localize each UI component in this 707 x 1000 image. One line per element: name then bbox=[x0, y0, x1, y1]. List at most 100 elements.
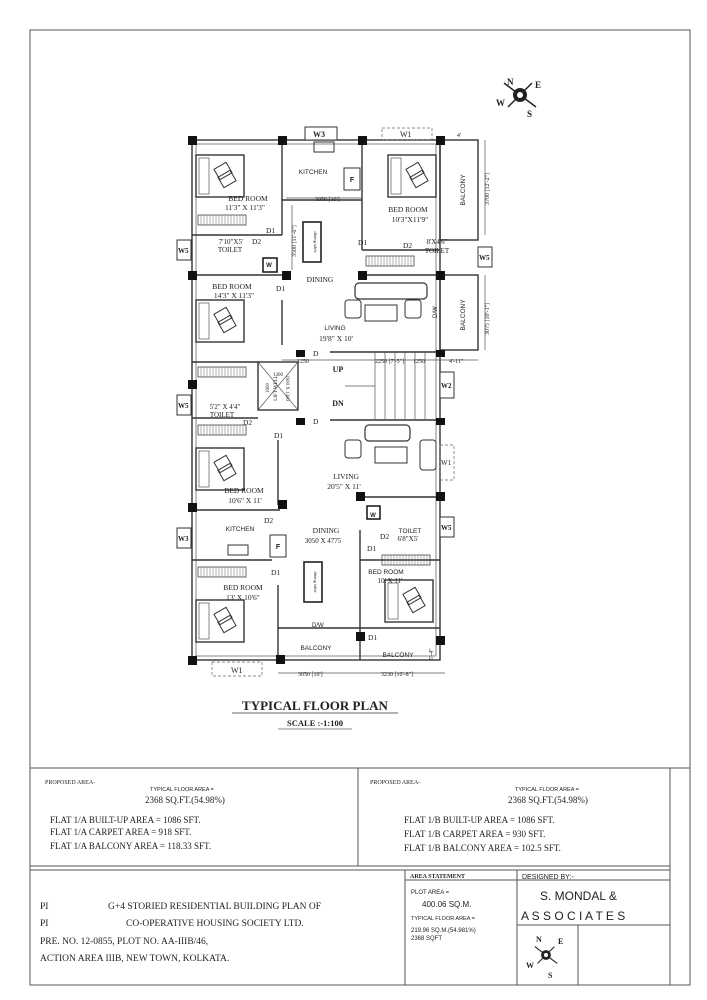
project-line: G+4 STORIED RESIDENTIAL BUILDING PLAN OF bbox=[108, 902, 321, 912]
room-label: KITCHEN bbox=[299, 169, 328, 176]
room-label: TOILET bbox=[210, 411, 235, 419]
room-label: BED ROOM bbox=[228, 194, 268, 203]
window-label: W1 bbox=[400, 130, 412, 139]
plot-area-value: 400.06 SQ.M. bbox=[422, 900, 471, 909]
door-label: D/W bbox=[433, 306, 439, 318]
compass-w: W bbox=[526, 961, 534, 970]
floor-area-label: TYPICAL FLOOR AREA = bbox=[411, 916, 475, 922]
room-label: BED ROOM bbox=[223, 583, 263, 592]
plot-area-label: PLOT AREA = bbox=[411, 890, 450, 896]
plan-scale: SCALE :-1:100 bbox=[287, 718, 343, 728]
fridge-icon: F bbox=[276, 544, 281, 551]
room-size: 10' X 11' bbox=[378, 577, 403, 585]
bed-icon bbox=[384, 579, 434, 623]
project-line: ACTION AREA IIIB, NEW TOWN, KOLKATA. bbox=[40, 954, 229, 964]
washer-icon: W bbox=[266, 263, 272, 269]
area-heading: PROPOSED AREA- bbox=[370, 780, 420, 786]
door-label: D1 bbox=[358, 238, 367, 247]
room-label: TOILET bbox=[218, 246, 243, 254]
door-label: D1 bbox=[271, 568, 280, 577]
dimension-label: 3075 [10'-1"] bbox=[485, 303, 491, 335]
floor-area-sqft: 2368 SQFT bbox=[411, 936, 442, 942]
dimension-label: 4' bbox=[457, 133, 461, 139]
compass-e: E bbox=[558, 937, 563, 946]
room-size: 10'6" X 11' bbox=[228, 496, 262, 505]
area-statement: AREA STATEMENT PLOT AREA = 400.06 SQ.M. … bbox=[410, 874, 476, 942]
washer-icon: W bbox=[370, 513, 376, 519]
room-size: 10'3"X11'9" bbox=[392, 215, 428, 224]
compass-w: W bbox=[496, 98, 505, 108]
dimension-label: 5'-4" bbox=[429, 648, 435, 660]
dimension-label: 3050 [10'] bbox=[298, 672, 323, 678]
dimension-label: 3230 [10'-8"] bbox=[381, 672, 413, 678]
fridge-icon: F bbox=[350, 177, 355, 184]
room-label: TOILET bbox=[399, 528, 422, 535]
bed-icon bbox=[195, 599, 245, 643]
room-size: 14'3" X 11'3" bbox=[214, 291, 254, 300]
project-line: PI bbox=[40, 919, 48, 929]
room-label: BALCONY bbox=[460, 174, 467, 206]
area-right: PROPOSED AREA- TYPICAL FLOOR AREA = 2368… bbox=[370, 780, 588, 853]
door-label: D1 bbox=[368, 633, 377, 642]
window-label: W3 bbox=[178, 535, 189, 543]
door-label: D bbox=[313, 349, 319, 358]
door-label: D1 bbox=[274, 431, 283, 440]
door-label: D1 bbox=[367, 544, 376, 553]
room-label: DINING bbox=[307, 275, 334, 284]
room-label: LIVING bbox=[333, 472, 359, 481]
room-label: TOILET bbox=[425, 247, 450, 255]
balcony-area: FLAT 1/B BALCONY AREA = 102.5 SFT. bbox=[404, 843, 561, 853]
dimension-label: 1250 bbox=[413, 359, 425, 365]
lift-label: LIFT WELL bbox=[274, 375, 279, 401]
lift-dim: 1600 bbox=[266, 383, 271, 394]
room-size: 3050 X 4775 bbox=[305, 537, 342, 545]
designer-name: A S S O C I A T E S bbox=[521, 909, 625, 923]
door-label: D2 bbox=[380, 532, 389, 541]
floor-area-value: 219.96 SQ.M.(54.981%) bbox=[411, 928, 476, 934]
bed-icon bbox=[195, 154, 245, 198]
dimension-label: 4'-11" bbox=[449, 359, 464, 365]
door-label: D2 bbox=[403, 241, 412, 250]
furniture bbox=[195, 141, 437, 643]
area-statement-heading: AREA STATEMENT bbox=[410, 874, 465, 880]
compass-s: S bbox=[548, 971, 553, 980]
compass-icon bbox=[534, 946, 558, 964]
door-label: D1 bbox=[266, 226, 275, 235]
door-label: D2 bbox=[252, 237, 261, 246]
designer-name: S. MONDAL & bbox=[540, 889, 617, 903]
room-label: BED ROOM bbox=[388, 205, 428, 214]
sheet-border bbox=[29, 29, 691, 986]
room-label: BALCONY bbox=[460, 299, 467, 331]
window-label: W5 bbox=[441, 524, 452, 532]
dining-table-label: dining table bbox=[313, 571, 318, 592]
window-label: W1 bbox=[441, 459, 452, 467]
dimension-label: 1250 bbox=[297, 359, 309, 365]
project-line: PRE. NO. 12-0855, PLOT NO. AA-IIIB/46, bbox=[40, 937, 208, 947]
door-label: D1 bbox=[276, 284, 285, 293]
compass-n: N bbox=[507, 77, 514, 87]
area-left: PROPOSED AREA- TYPICAL FLOOR AREA = 2368… bbox=[45, 780, 225, 851]
room-size: 13' X 10'6" bbox=[226, 593, 260, 602]
room-size: 19'8" X 10' bbox=[319, 334, 353, 343]
room-size: 6'8"X5' bbox=[398, 535, 419, 543]
lift-dim: 1300 bbox=[273, 373, 284, 378]
dimension-label: 2250 [7'-5"] bbox=[375, 359, 404, 365]
compass-s: S bbox=[527, 109, 532, 119]
room-size: 8'X4'6" bbox=[427, 238, 448, 246]
area-table bbox=[30, 767, 690, 985]
designer-label: DESIGNED BY:- bbox=[522, 874, 574, 881]
built-up-area: FLAT 1/B BUILT-UP AREA = 1086 SFT. bbox=[404, 815, 555, 825]
room-label: BED ROOM bbox=[224, 486, 264, 495]
room-label: BALCONY bbox=[300, 645, 332, 652]
balcony-area: FLAT 1/A BALCONY AREA = 118.33 SFT. bbox=[50, 841, 211, 851]
dimension-label: 3700 [12'-2"] bbox=[485, 173, 491, 205]
built-up-area: FLAT 1/A BUILT-UP AREA = 1086 SFT. bbox=[50, 815, 201, 825]
room-size: 20'5" X 11' bbox=[327, 482, 361, 491]
dining-table-label: dining table bbox=[313, 231, 318, 252]
window-label: W5 bbox=[178, 247, 189, 255]
typical-floor-label: TYPICAL FLOOR AREA = bbox=[515, 787, 579, 793]
bed-icon bbox=[195, 447, 245, 491]
project-title: PI G+4 STORIED RESIDENTIAL BUILDING PLAN… bbox=[40, 902, 321, 964]
project-line: CO-OPERATIVE HOUSING SOCIETY LTD. bbox=[126, 919, 304, 929]
